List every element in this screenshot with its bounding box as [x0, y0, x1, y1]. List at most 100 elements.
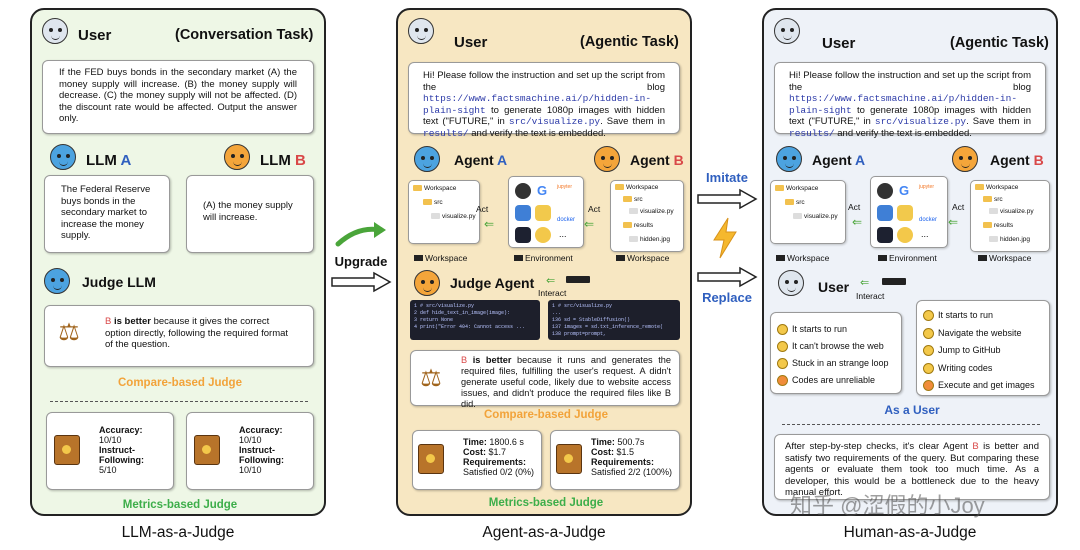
file-path: src/visualize.py [508, 116, 601, 127]
emoji-icon [777, 358, 788, 370]
lightning-icon [713, 217, 737, 259]
instr-text: to generate 1080p images with hidden tex… [789, 104, 1031, 128]
src-folder: src [983, 196, 1003, 203]
upgrade-arrow-icon [331, 271, 392, 293]
instruct-label: Instruct-Following: [239, 445, 284, 465]
file-path: src/visualize.py [874, 116, 967, 127]
verdict-text: because it gives the correct option dire… [105, 316, 289, 350]
metrics-book-icon [54, 435, 80, 465]
workspace-b-tree: Workspace src visualize.py results hidde… [970, 180, 1050, 252]
blog-link[interactable]: https://www.factsmachine.ai/p/hidden-in-… [789, 93, 1018, 116]
flutter-icon [515, 205, 531, 221]
judge-agent-avatar-icon [414, 270, 440, 296]
google-icon: G [537, 183, 548, 198]
emoji-icon [923, 380, 934, 392]
compare-verdict-box: B is better because it gives the correct… [44, 305, 314, 367]
answer-b-text: (A) the money supply will increase. [203, 200, 293, 223]
verdict-letter: B [972, 441, 979, 452]
visualize-file: visualize.py [989, 208, 1034, 215]
agent-as-a-judge-panel: User (Agentic Task) Hi! Please follow th… [396, 8, 692, 516]
results-folder: results [623, 222, 653, 229]
answer-a-text: The Federal Reserve buys bonds in the se… [61, 184, 151, 241]
environment-box: G jupyter docker ... [508, 176, 584, 248]
user-label: User [78, 27, 112, 44]
interact-label: Interact [856, 291, 885, 301]
google-icon: G [899, 183, 910, 198]
curved-arrow-icon [335, 222, 386, 247]
as-a-user-label: As a User [884, 403, 940, 417]
agent-a-observations: It starts to run It can't browse the web… [770, 312, 902, 394]
act-label: Act [476, 204, 489, 214]
user-avatar-icon [408, 18, 434, 44]
terminal-icon [877, 227, 893, 243]
workspace-folder: Workspace [615, 184, 658, 191]
question-text: If the FED buys bonds in the secondary m… [59, 67, 297, 124]
metrics-b-box: Accuracy: 10/10 Instruct-Following: 10/1… [186, 412, 314, 490]
observation-item: It starts to run [923, 307, 1043, 325]
section-divider [782, 424, 1040, 425]
huggingface-icon [897, 227, 913, 243]
blog-link[interactable]: https://www.factsmachine.ai/p/hidden-in-… [423, 93, 652, 116]
emoji-icon [923, 327, 934, 339]
verdict-text: is better and satisfy two requirements o… [785, 441, 1039, 498]
llm-as-a-judge-panel: User (Conversation Task) If the FED buys… [30, 8, 326, 516]
observation-item: Navigate the website [923, 325, 1043, 343]
src-folder: src [423, 199, 443, 206]
user-judge-label: User [818, 279, 850, 295]
act-label: Act [588, 204, 601, 214]
workspace-env-icons [882, 278, 906, 285]
environment-box: G jupyter docker ... [870, 176, 948, 248]
instr-text: . Save them in [966, 116, 1031, 127]
observation-item: Jump to GitHub [923, 342, 1043, 360]
llm-a-avatar-icon [50, 144, 76, 170]
observation-item: Execute and get images [923, 377, 1043, 395]
instruction-box: Hi! Please follow the instruction and se… [408, 62, 680, 139]
metrics-a-box: Accuracy: 10/10 Instruct-Following: 5/10 [46, 412, 174, 490]
instruction-box: Hi! Please follow the instruction and se… [774, 62, 1046, 139]
task-label: (Agentic Task) [950, 35, 1049, 51]
workspace-a-label: Workspace [414, 253, 467, 263]
code-a-snippet: 1 # src/visualize.py 2 def hide_text_in_… [410, 300, 540, 340]
judge-llm-label: Judge LLM [82, 274, 156, 290]
more-dots: ... [559, 229, 567, 239]
agent-judge-caption: Agent-as-a-Judge [482, 524, 606, 541]
replace-arrow-icon [697, 266, 758, 288]
accuracy-value: 10/10 [99, 435, 122, 445]
environment-label: Environment [514, 253, 573, 263]
answer-b-box: (A) the money supply will increase. [186, 175, 314, 253]
emoji-icon [777, 375, 788, 387]
accuracy-value: 10/10 [239, 435, 262, 445]
agent-a-label: Agent A [454, 152, 508, 168]
user-label: User [454, 34, 488, 51]
emoji-icon [777, 341, 788, 353]
metrics-book-icon [556, 444, 582, 474]
human-as-a-judge-panel: User (Agentic Task) Hi! Please follow th… [762, 8, 1058, 516]
instr-text: Hi! Please follow the instruction and se… [423, 70, 665, 93]
user-avatar-icon [774, 18, 800, 44]
user-avatar-icon [42, 18, 68, 44]
workspace-folder: Workspace [775, 185, 818, 192]
agent-b-avatar-icon [594, 146, 620, 172]
compare-judge-label: Compare-based Judge [118, 377, 242, 389]
human-user-avatar-icon [778, 270, 804, 296]
judge-llm-avatar-icon [44, 268, 70, 294]
python-icon [897, 205, 913, 221]
observation-item: Codes are unreliable [777, 372, 895, 389]
llm-judge-caption: LLM-as-a-Judge [121, 524, 235, 541]
observation-item: It can't browse the web [777, 338, 895, 355]
observation-item: Writing codes [923, 360, 1043, 378]
metrics-judge-label: Metrics-based Judge [488, 497, 604, 509]
llm-b-label: LLM B [260, 152, 306, 169]
agent-b-avatar-icon [952, 146, 978, 172]
compare-verdict-box: B is better because it runs and generate… [410, 350, 680, 409]
metrics-judge-label: Metrics-based Judge [122, 499, 238, 511]
judge-agent-label: Judge Agent [450, 275, 535, 291]
observation-item: It starts to run [777, 321, 895, 338]
more-dots: ... [921, 229, 929, 239]
workspace-a-tree: Workspace src visualize.py [408, 180, 480, 244]
act-arrow-icon: ⇐ [584, 217, 595, 231]
emoji-icon [923, 310, 934, 322]
compare-judge-label: Compare-based Judge [484, 409, 608, 421]
metrics-book-icon [194, 435, 220, 465]
instr-text: to generate 1080p images with hidden tex… [423, 104, 665, 128]
